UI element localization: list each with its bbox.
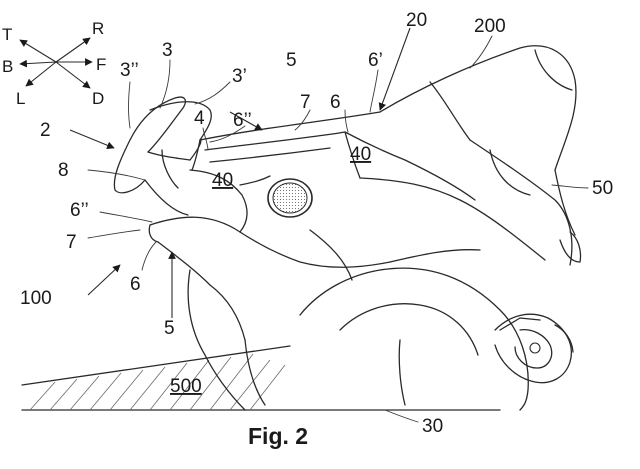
ref-40-right: 40 (350, 144, 371, 165)
ref-100: 100 (20, 288, 52, 309)
direction-down-label: D (92, 89, 104, 108)
ref-200: 200 (474, 16, 506, 37)
direction-rear-up-label: R (92, 19, 104, 38)
ref-20: 20 (406, 10, 427, 31)
ref-8: 8 (58, 160, 69, 181)
ref-2: 2 (40, 120, 51, 141)
direction-indicator: T R B F L D (2, 19, 106, 108)
leader-lines (69, 27, 589, 423)
ref-7-left: 7 (66, 232, 77, 253)
round-lamp (267, 178, 313, 218)
direction-front-label: F (96, 55, 106, 74)
ref-6-bottom: 6 (130, 274, 141, 295)
figure-caption: Fig. 2 (248, 423, 308, 449)
ref-6-double-prime-left: 6’’ (70, 200, 89, 221)
ref-3: 3 (162, 40, 173, 61)
ref-4: 4 (194, 108, 205, 129)
ref-5-top: 5 (286, 50, 297, 71)
wheel-assembly (187, 267, 574, 411)
ref-6-top: 6 (330, 92, 341, 113)
ref-6-double-prime-top: 6’’ (233, 110, 252, 131)
direction-left-label: L (16, 89, 25, 108)
ref-5-bottom: 5 (164, 318, 175, 339)
ref-40-center: 40 (212, 170, 233, 191)
ground-surface (21, 345, 501, 411)
vehicle-upper-body (379, 45, 582, 266)
ref-7-top: 7 (300, 92, 311, 113)
vehicle-fairing (148, 111, 546, 341)
direction-back-label: B (2, 57, 13, 76)
ref-50: 50 (592, 178, 613, 199)
ref-3-double-prime: 3’’ (120, 60, 139, 81)
sensor-housing (113, 96, 212, 216)
ref-500: 500 (170, 376, 202, 397)
direction-top-label: T (2, 25, 12, 44)
ref-30: 30 (422, 416, 443, 437)
ref-3-prime: 3’ (232, 66, 247, 87)
ref-6-prime: 6’ (368, 50, 383, 71)
reference-numerals: 2 3 3’’ 3’ 4 5 5 6’’ 6’’ 6’ 6 6 7 7 8 20… (20, 10, 613, 437)
